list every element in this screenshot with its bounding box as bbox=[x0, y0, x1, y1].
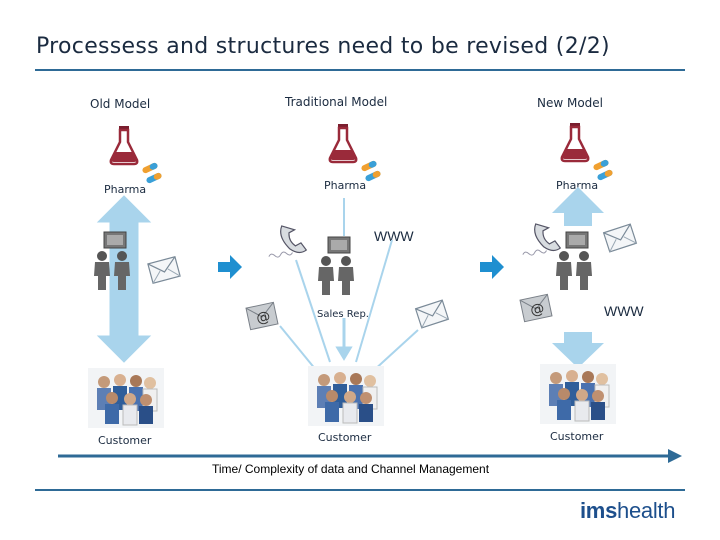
traditional-email-icon bbox=[414, 299, 450, 329]
new-at-email-icon bbox=[519, 293, 553, 323]
new-www-label: WWW bbox=[604, 303, 644, 319]
old-pharma-label: Pharma bbox=[104, 183, 147, 196]
phone-line bbox=[295, 259, 331, 363]
traditional-phone-icon bbox=[263, 221, 308, 260]
old-customer-label: Customer bbox=[98, 434, 152, 447]
title-rule bbox=[35, 69, 685, 71]
traditional-pills-icon bbox=[360, 159, 382, 183]
imshealth-logo: imshealth bbox=[580, 498, 675, 524]
traditional-pharma-label: Pharma bbox=[324, 179, 367, 192]
traditional-flask-icon bbox=[328, 122, 358, 164]
old-model-header: Old Model bbox=[90, 97, 151, 111]
at-email-line bbox=[279, 325, 317, 371]
old-customers-photo bbox=[87, 367, 165, 429]
traditional-at-email-icon bbox=[245, 301, 279, 331]
new-phone-icon bbox=[517, 219, 562, 258]
salesrep-to-customer-arrow bbox=[335, 318, 353, 361]
www-line bbox=[355, 239, 393, 363]
new-pharma-label: Pharma bbox=[556, 179, 599, 192]
old-pills-icon bbox=[141, 161, 163, 185]
email-line bbox=[371, 329, 419, 373]
new-customer-label: Customer bbox=[550, 430, 604, 443]
traditional-customer-label: Customer bbox=[318, 431, 372, 444]
new-customers-photo bbox=[539, 363, 617, 425]
step-arrow-1 bbox=[218, 255, 242, 279]
traditional-people-group-icon bbox=[318, 237, 354, 295]
time-axis-arrowhead bbox=[668, 449, 682, 463]
time-axis-label: Time/ Complexity of data and Channel Man… bbox=[212, 462, 490, 476]
sales-rep-label: Sales Rep. bbox=[317, 309, 369, 320]
traditional-customers-photo bbox=[307, 365, 385, 427]
old-flask-icon bbox=[109, 124, 139, 166]
logo-ims: ims bbox=[580, 498, 618, 523]
traditional-model-header: Traditional Model bbox=[285, 95, 388, 109]
traditional-www-label: WWW bbox=[374, 228, 414, 244]
new-flask-icon bbox=[560, 121, 590, 163]
logo-health: health bbox=[617, 498, 676, 523]
slide-title: Processess and structures need to be rev… bbox=[36, 34, 610, 59]
new-up-arrow bbox=[552, 187, 604, 226]
new-email-icon bbox=[602, 223, 638, 253]
old-email-icon bbox=[147, 256, 181, 284]
step-arrow-2 bbox=[480, 255, 504, 279]
new-down-arrow bbox=[552, 332, 604, 368]
new-model-header: New Model bbox=[537, 96, 604, 110]
footer-rule bbox=[35, 489, 685, 491]
new-pills-icon bbox=[592, 158, 614, 182]
new-people-group-icon bbox=[556, 232, 592, 290]
